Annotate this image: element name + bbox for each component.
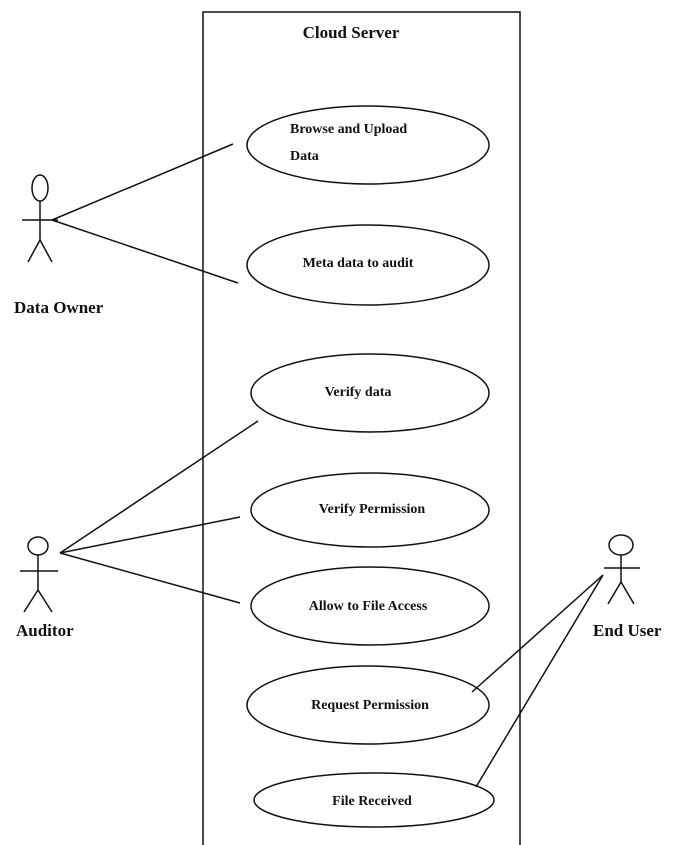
actor-end-user-head (608, 534, 634, 556)
use-case-verify-permission-label: Verify Permission (319, 502, 426, 517)
use-case-verify-data: Verify data (250, 353, 490, 433)
actor-end-user (604, 534, 640, 605)
use-case-file-received: File Received (253, 772, 495, 828)
actor-end-user-label: End User (593, 621, 662, 640)
use-case-allow-file-access-label: Allow to File Access (309, 599, 428, 614)
actor-data-owner (22, 174, 58, 263)
use-case-verify-data-label: Verify data (325, 385, 392, 400)
use-case-file-received-label: File Received (332, 794, 412, 809)
use-case-browse-upload-line1: Browse and Upload (290, 122, 407, 137)
assoc-auditor-verify-permission (59, 516, 241, 554)
use-case-allow-file-access: Allow to File Access (250, 566, 490, 646)
actor-data-owner-label: Data Owner (14, 298, 104, 317)
use-case-browse-upload-line2: Data (290, 149, 319, 164)
system-boundary (202, 11, 521, 845)
actor-auditor-head (27, 536, 49, 556)
use-case-browse-upload: Browse and Upload Data (246, 105, 490, 185)
use-case-verify-permission: Verify Permission (250, 472, 490, 548)
system-title: Cloud Server (303, 23, 400, 42)
use-case-meta-data: Meta data to audit (246, 224, 490, 306)
use-case-request-permission-label: Request Permission (311, 698, 429, 713)
actor-data-owner-head (31, 174, 49, 202)
use-case-meta-data-label: Meta data to audit (303, 256, 414, 271)
assoc-data-owner-meta-data (51, 219, 239, 284)
assoc-auditor-allow-file-access (59, 552, 241, 604)
actor-auditor (20, 536, 58, 613)
actor-auditor-label: Auditor (16, 621, 74, 640)
use-case-request-permission: Request Permission (246, 665, 490, 745)
assoc-end-user-request-permission (471, 574, 604, 693)
assoc-end-user-file-received (475, 574, 604, 788)
assoc-auditor-verify-data (59, 420, 259, 554)
assoc-data-owner-browse-upload (51, 143, 234, 221)
